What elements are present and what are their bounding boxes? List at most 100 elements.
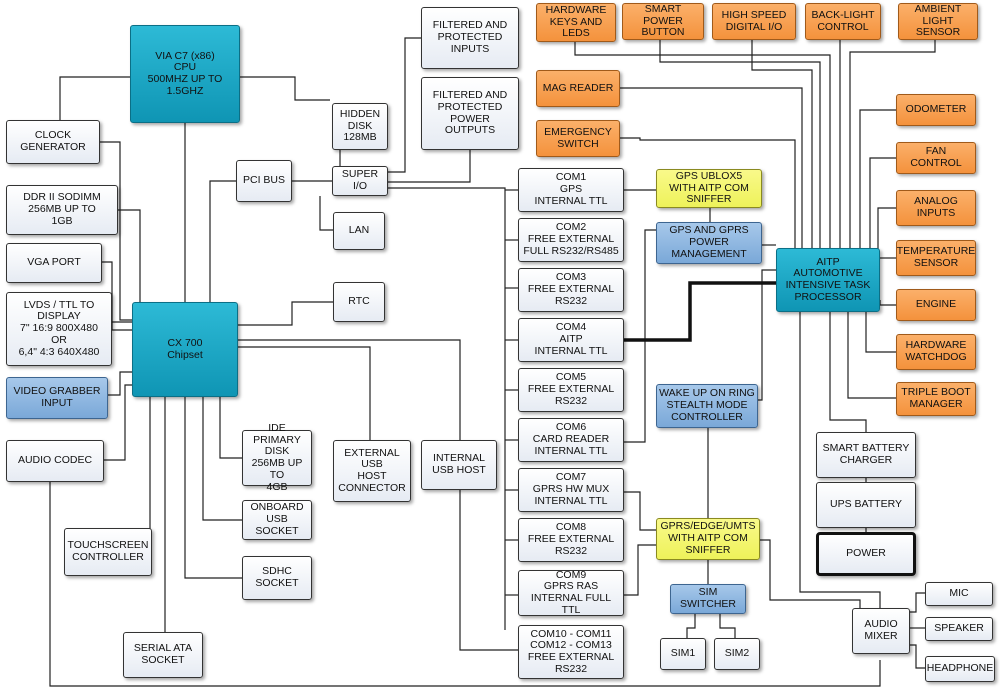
mic-block: MIC [925,582,993,606]
com4-label: COM4 AITP INTERNAL TTL [534,321,608,357]
sim1-label: SIM1 [670,647,696,660]
fan-control-block: FAN CONTROL [896,142,976,174]
external-usb-label: EXTERNAL USB HOST CONNECTOR [338,446,406,494]
gps-ublox-block: GPS UBLOX5 WITH AITP COM SNIFFER [656,169,762,208]
com7-block: COM7 GPRS HW MUX INTERNAL TTL [518,468,624,512]
cx700-label: CX 700 Chipset [167,336,203,361]
wire-smartpower-aitp [659,40,821,248]
com9-block: COM9 GPRS RAS INTERNAL FULL TTL [518,568,624,616]
wire-emergency-aitp [620,137,796,248]
sim2-block: SIM2 [714,638,760,670]
wire-cx-usbsock [202,397,242,521]
battery-charger-label: SMART BATTERY CHARGER [822,442,910,466]
headphone-block: HEADPHONE [925,656,995,682]
temperature-sensor-block: TEMPERATURE SENSOR [896,240,976,276]
vga-port-block: VGA PORT [6,243,102,283]
clock-generator-label: CLOCK GENERATOR [20,129,86,153]
gps-gprs-power-block: GPS AND GPRS POWER MANAGEMENT [656,222,762,264]
smart-power-label: SMART POWER BUTTON [641,2,685,39]
lvds-block: LVDS / TTL TO DISPLAY 7" 16:9 800X480 OR… [6,292,112,366]
ambient-light-label: AMBIENT LIGHT SENSOR [914,2,962,39]
com2-label: COM2 FREE EXTERNAL FULL RS232/RS485 [523,221,619,257]
wire-superio-filtered-out [388,150,471,183]
super-io-label: SUPER I/O [341,168,379,192]
ups-battery-label: UPS BATTERY [830,498,902,511]
rtc-label: RTC [348,295,370,308]
wire-hwkeys-aitp [574,42,831,248]
sim-switcher-block: SIM SWITCHER [670,584,746,614]
audio-mixer-block: AUDIO MIXER [852,608,910,654]
sim1-block: SIM1 [660,638,706,670]
cx700-block: CX 700 Chipset [132,302,238,397]
wire-cx-pci [209,180,236,302]
analog-inputs-block: ANALOG INPUTS [896,190,976,226]
filtered-inputs-block: FILTERED AND PROTECTED INPUTS [421,7,519,69]
wire-gprs-mixer [760,539,861,610]
aitp-block: AITP AUTOMOTIVE INTENSIVE TASK PROCESSOR [776,248,880,312]
video-grabber-block: VIDEO GRABBER INPUT [6,377,108,419]
wire-com4-aitp-thick [624,281,776,342]
wire-com6-aitp [624,229,656,443]
pci-bus-block: PCI BUS [236,160,292,202]
triple-boot-block: TRIPLE BOOT MANAGER [896,382,976,416]
com2-block: COM2 FREE EXTERNAL FULL RS232/RS485 [518,218,624,262]
wire-engine [879,300,896,306]
wire-analog [877,207,896,250]
emergency-switch-block: EMERGENCY SWITCH [536,120,620,157]
sata-label: SERIAL ATA SOCKET [133,642,193,666]
wake-up-block: WAKE UP ON RING STEALTH MODE CONTROLLER [656,384,758,428]
wire-clock-cx [100,141,132,321]
wire-intusb-com10 [459,490,518,651]
com10-13-block: COM10 - COM11 COM12 - COM13 FREE EXTERNA… [518,625,624,679]
external-usb-block: EXTERNAL USB HOST CONNECTOR [333,440,411,502]
ide-disk-label: IDE PRIMARY DISK 256MB UP TO 4GB [251,421,303,493]
wire-cx-sdhc [184,397,242,579]
com5-block: COM5 FREE EXTERNAL RS232 [518,368,624,412]
mic-label: MIC [949,587,969,600]
wire-mag-aitp [620,87,803,248]
com8-label: COM8 FREE EXTERNAL RS232 [527,521,615,557]
wire-fan [869,157,896,248]
ambient-light-block: AMBIENT LIGHT SENSOR [898,3,978,40]
odometer-label: ODOMETER [905,103,967,116]
audio-mixer-label: AUDIO MIXER [864,618,898,642]
pci-bus-label: PCI BUS [242,174,285,187]
com7-label: COM7 GPRS HW MUX INTERNAL TTL [532,471,610,507]
mag-reader-block: MAG READER [536,70,620,107]
wire-superio-bus [388,187,506,630]
engine-label: ENGINE [915,298,957,311]
wire-sim-sim2 [719,614,736,638]
wire-cx-ide [219,397,242,459]
headphone-label: HEADPHONE [926,662,994,675]
video-grabber-label: VIDEO GRABBER INPUT [13,385,101,409]
audio-codec-block: AUDIO CODEC [6,440,104,482]
wire-vga-cx [102,261,132,331]
super-io-block: SUPER I/O [332,166,388,196]
gprs-edge-label: GPRS/EDGE/UMTS WITH AITP COM SNIFFER [660,520,756,556]
com6-block: COM6 CARD READER INTERNAL TTL [518,418,624,462]
com1-label: COM1 GPS INTERNAL TTL [534,171,608,207]
filtered-outputs-label: FILTERED AND PROTECTED POWER OUTPUTS [432,89,508,137]
wire-cpu-hidden [240,76,330,101]
wire-bottom-bus [49,460,881,687]
temperature-sensor-label: TEMPERATURE SENSOR [896,245,976,269]
gps-gprs-power-label: GPS AND GPRS POWER MANAGEMENT [669,224,749,260]
hardware-keys-label: HARDWARE KEYS AND LEDS [545,3,607,40]
com6-label: COM6 CARD READER INTERNAL TTL [532,421,610,457]
wire-superio-filtered-in [388,37,421,173]
sdhc-label: SDHC SOCKET [255,565,299,589]
rtc-block: RTC [333,282,385,322]
backlight-block: BACK-LIGHT CONTROL [805,3,881,40]
internal-usb-label: INTERNAL USB HOST [432,452,486,476]
speaker-block: SPEAKER [925,617,993,641]
com9-label: COM9 GPRS RAS INTERNAL FULL TTL [530,568,612,616]
com3-label: COM3 FREE EXTERNAL RS232 [527,271,615,307]
gprs-edge-block: GPRS/EDGE/UMTS WITH AITP COM SNIFFER [656,518,760,560]
hidden-disk-label: HIDDEN DISK 128MB [339,107,381,144]
wire-aitp-wake [758,269,776,401]
filtered-outputs-block: FILTERED AND PROTECTED POWER OUTPUTS [421,77,519,150]
power-label: POWER [846,547,886,560]
sim-switcher-label: SIM SWITCHER [680,586,736,610]
mag-reader-label: MAG READER [542,81,614,94]
